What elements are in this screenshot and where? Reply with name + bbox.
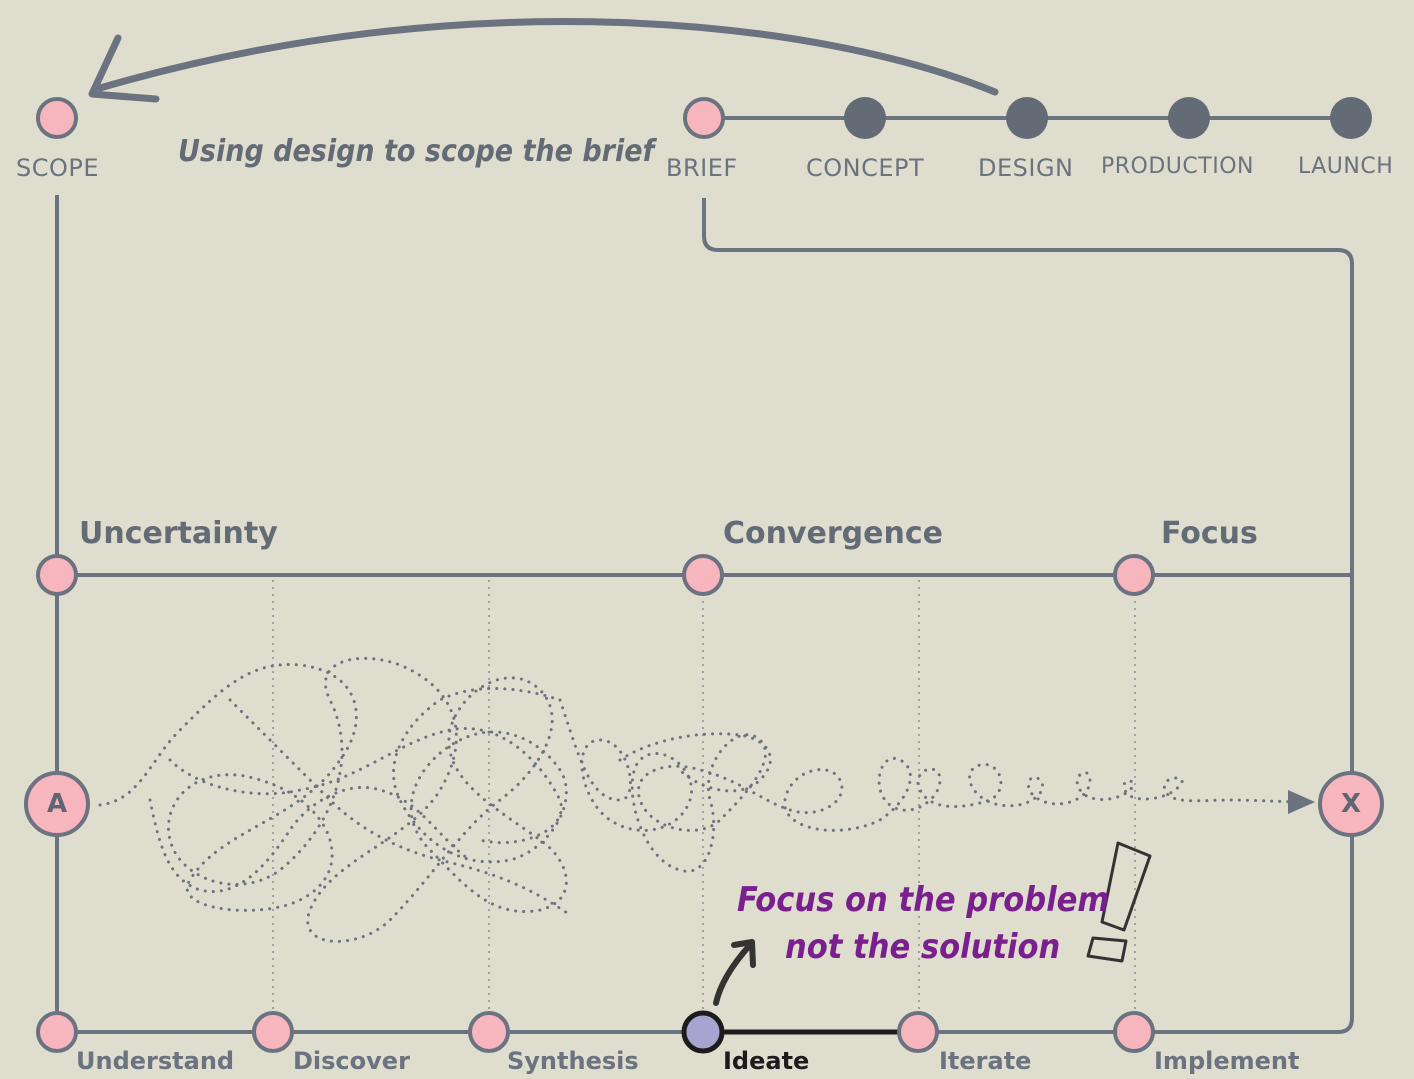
curved-arrow-icon [88,18,999,103]
step-label-iterate: Iterate [939,1047,1032,1075]
step-label-discover: Discover [293,1047,410,1075]
start-label: A [46,789,68,819]
node-uncertainty [36,554,78,596]
exclamation-icon [1086,841,1152,963]
node-synthesis [468,1011,510,1053]
phase-label-uncertainty: Uncertainty [79,516,278,551]
end-label: X [1340,789,1362,819]
node-end [1318,771,1384,837]
node-launch [1330,97,1372,139]
callout-line-1: Focus on the problem [737,880,1110,920]
node-implement [1113,1011,1155,1053]
node-design [1006,97,1048,139]
callout-line-2: not the solution [785,927,1061,967]
node-brief [683,97,725,139]
scope-label: SCOPE [16,154,100,182]
up-arrow-icon [713,939,756,1006]
step-label-ideate: Ideate [723,1047,810,1075]
node-iterate [897,1011,939,1053]
node-focus [1113,554,1155,596]
node-production [1168,97,1210,139]
stage-label-production: PRODUCTION [1101,154,1254,179]
step-label-implement: Implement [1154,1047,1300,1075]
step-label-synthesis: Synthesis [507,1047,639,1075]
node-convergence [682,554,724,596]
messy-path [98,657,1312,943]
phase-label-focus: Focus [1161,516,1258,551]
brief-connector [702,198,1354,1034]
phase-label-convergence: Convergence [723,516,943,551]
node-discover [252,1011,294,1053]
node-understand [36,1011,78,1053]
stage-label-design: DESIGN [978,154,1074,182]
node-start [24,771,90,837]
scope-annotation: Using design to scope the brief [178,134,655,169]
node-ideate [681,1010,725,1054]
node-concept [844,97,886,139]
stage-label-concept: CONCEPT [806,154,925,182]
node-scope [36,97,78,139]
stage-label-launch: LAUNCH [1298,154,1394,179]
step-label-understand: Understand [76,1047,235,1075]
stage-label-brief: BRIEF [666,154,738,182]
